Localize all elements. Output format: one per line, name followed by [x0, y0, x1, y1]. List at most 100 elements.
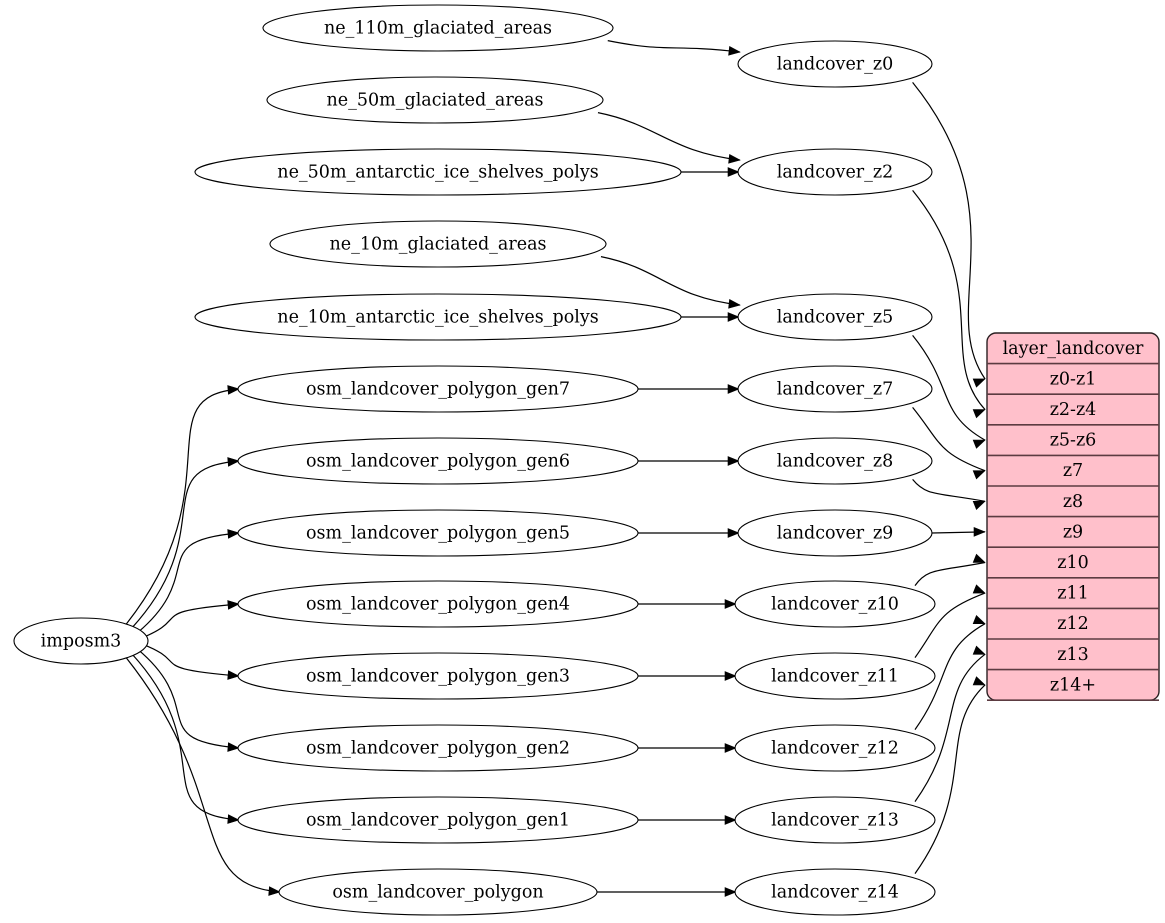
layer-table-row-z12[interactable]: z12: [1057, 614, 1089, 634]
node-layer: imposm3ne_110m_glaciated_areasne_50m_gla…: [13, 4, 936, 916]
layer-table-row-z11[interactable]: z11: [1057, 584, 1089, 604]
edge-arrowhead: [227, 670, 240, 680]
node-osm_landcover_polygon_gen7[interactable]: [237, 365, 639, 413]
node-label-landcover_z7: landcover_z7: [777, 380, 894, 400]
node-label-landcover_z2: landcover_z2: [777, 163, 894, 183]
node-landcover_z2[interactable]: [737, 148, 933, 196]
node-label-ne_10m_glaciated_areas: ne_10m_glaciated_areas: [330, 235, 547, 255]
layer-table-row-z8[interactable]: z8: [1063, 492, 1083, 512]
node-label-landcover_z9: landcover_z9: [777, 524, 894, 544]
node-osm_landcover_polygon_gen2[interactable]: [237, 724, 639, 772]
edge-imposm3-to-osm_landcover_polygon_gen4: [141, 603, 240, 639]
edge-imposm3-to-osm_landcover_polygon_gen1: [131, 653, 240, 821]
edge-arrowhead: [727, 456, 740, 466]
node-ne_10m_antarctic_ice_shelves_polys[interactable]: [194, 293, 682, 341]
node-landcover_z11[interactable]: [734, 652, 936, 700]
edge-landcover_z0-to-row-z0-z1: [912, 82, 986, 380]
edge-arrowhead: [724, 887, 737, 897]
edge-landcover_z13-to-row-z13: [914, 653, 986, 802]
node-label-landcover_z14: landcover_z14: [771, 883, 899, 903]
node-ne_50m_glaciated_areas[interactable]: [266, 76, 604, 124]
edge-arrowhead: [268, 886, 281, 896]
edge-arrowhead: [727, 167, 740, 177]
edge-imposm3-to-osm_landcover_polygon_gen6: [131, 460, 240, 629]
node-landcover_z5[interactable]: [737, 293, 933, 341]
layer-table-row-z0-z1[interactable]: z0-z1: [1050, 369, 1097, 389]
edge-ne_110m_glaciated_areas-to-landcover_z0: [607, 40, 741, 53]
node-label-osm_landcover_polygon_gen5: osm_landcover_polygon_gen5: [306, 524, 570, 544]
edge-imposm3-to-osm_landcover_polygon_gen7: [124, 388, 240, 626]
edge-landcover_z10-to-row-z10: [914, 561, 986, 586]
edge-imposm3-to-osm_landcover_polygon_gen3: [141, 643, 240, 677]
node-landcover_z8[interactable]: [737, 437, 933, 485]
edge-arrowhead: [972, 645, 986, 655]
edge-arrowhead: [227, 742, 240, 752]
node-label-landcover_z8: landcover_z8: [777, 452, 894, 472]
layer-table-row-z9[interactable]: z9: [1063, 522, 1083, 542]
node-ne_50m_antarctic_ice_shelves_polys[interactable]: [194, 148, 682, 196]
node-label-landcover_z0: landcover_z0: [777, 55, 894, 75]
edge-arrowhead: [227, 385, 240, 395]
node-label-landcover_z12: landcover_z12: [771, 739, 899, 759]
node-imposm3[interactable]: [13, 617, 149, 665]
edge-arrowhead: [724, 599, 737, 609]
edge-arrowhead: [972, 615, 986, 625]
layer-table-row-z5-z6[interactable]: z5-z6: [1050, 431, 1097, 451]
edge-arrowhead: [227, 600, 240, 610]
edge-arrowhead: [724, 743, 737, 753]
node-landcover_z12[interactable]: [734, 724, 936, 772]
edge-landcover_z12-to-row-z12: [914, 623, 986, 730]
node-landcover_z13[interactable]: [734, 796, 936, 844]
node-label-landcover_z11: landcover_z11: [771, 667, 899, 687]
node-label-osm_landcover_polygon_gen7: osm_landcover_polygon_gen7: [306, 380, 570, 400]
node-osm_landcover_polygon_gen6[interactable]: [237, 437, 639, 485]
node-osm_landcover_polygon[interactable]: [278, 868, 598, 916]
edge-imposm3-to-osm_landcover_polygon: [124, 656, 281, 893]
node-label-imposm3: imposm3: [41, 632, 122, 652]
edge-arrowhead: [972, 584, 986, 594]
node-label-osm_landcover_polygon_gen6: osm_landcover_polygon_gen6: [306, 452, 570, 472]
edge-ne_10m_glaciated_areas-to-landcover_z5: [600, 256, 741, 306]
node-landcover_z10[interactable]: [734, 580, 936, 628]
node-label-ne_10m_antarctic_ice_shelves_polys: ne_10m_antarctic_ice_shelves_polys: [277, 308, 598, 328]
node-label-osm_landcover_polygon_gen3: osm_landcover_polygon_gen3: [306, 667, 570, 687]
node-label-osm_landcover_polygon_gen4: osm_landcover_polygon_gen4: [306, 595, 570, 615]
layer-table-row-z2-z4[interactable]: z2-z4: [1050, 400, 1097, 420]
edge-landcover_z7-to-row-z7: [912, 407, 986, 472]
edge-arrowhead: [972, 470, 986, 480]
node-osm_landcover_polygon_gen3[interactable]: [237, 652, 639, 700]
node-landcover_z9[interactable]: [737, 509, 933, 557]
edge-arrowhead: [972, 553, 986, 563]
node-landcover_z14[interactable]: [734, 868, 936, 916]
layer-table-row-z10[interactable]: z10: [1057, 553, 1089, 573]
edge-arrowhead: [727, 384, 740, 394]
edge-arrowhead: [724, 671, 737, 681]
node-label-ne_50m_antarctic_ice_shelves_polys: ne_50m_antarctic_ice_shelves_polys: [277, 163, 598, 183]
layer-table-row-z7[interactable]: z7: [1063, 461, 1083, 481]
layer-table-row-z13[interactable]: z13: [1057, 645, 1089, 665]
edge-arrowhead: [227, 529, 240, 539]
node-osm_landcover_polygon_gen1[interactable]: [237, 796, 639, 844]
node-osm_landcover_polygon_gen5[interactable]: [237, 509, 639, 557]
edge-layer: [124, 40, 986, 897]
node-landcover_z0[interactable]: [737, 40, 933, 88]
node-osm_landcover_polygon_gen4[interactable]: [237, 580, 639, 628]
edge-arrowhead: [972, 409, 986, 419]
layer-table-row-z14+[interactable]: z14+: [1050, 675, 1096, 695]
edge-landcover_z2-to-row-z2-z4: [912, 190, 986, 410]
edge-arrowhead: [727, 528, 740, 538]
layer-landcover-table[interactable]: layer_landcoverz0-z1z2-z4z5-z6z7z8z9z10z…: [986, 332, 1160, 702]
edge-arrowhead: [727, 312, 740, 322]
node-label-ne_50m_glaciated_areas: ne_50m_glaciated_areas: [327, 91, 544, 111]
node-ne_10m_glaciated_areas[interactable]: [269, 220, 607, 268]
edge-imposm3-to-osm_landcover_polygon_gen5: [137, 532, 240, 633]
node-label-landcover_z5: landcover_z5: [777, 308, 894, 328]
node-label-osm_landcover_polygon_gen2: osm_landcover_polygon_gen2: [306, 739, 570, 759]
node-landcover_z7[interactable]: [737, 365, 933, 413]
edge-arrowhead: [724, 815, 737, 825]
edge-landcover_z14-to-row-z14+: [914, 684, 986, 874]
node-label-osm_landcover_polygon_gen1: osm_landcover_polygon_gen1: [306, 811, 570, 831]
node-ne_110m_glaciated_areas[interactable]: [262, 4, 614, 52]
